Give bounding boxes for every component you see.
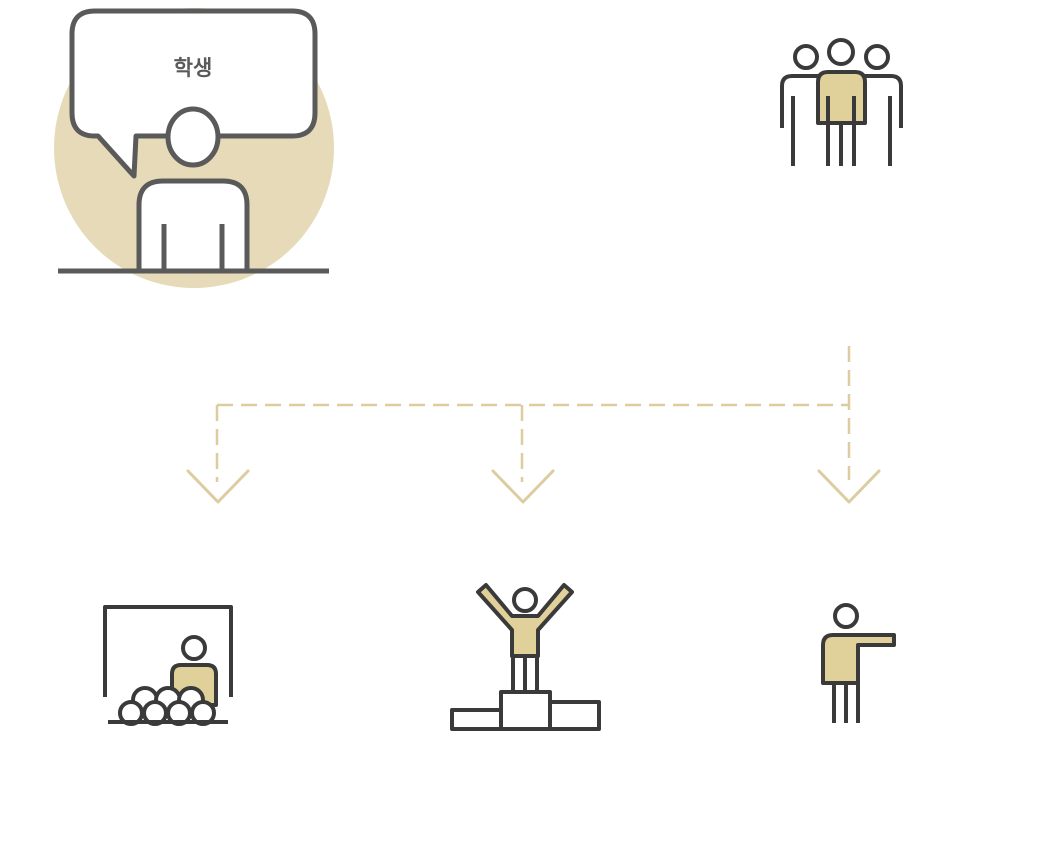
dashed-connectors	[215, 346, 851, 482]
speech-bubble	[69, 8, 318, 179]
student-label: 학생	[174, 56, 213, 80]
student-body	[136, 178, 250, 271]
winner-podium-icon	[450, 583, 601, 731]
pointing-person-icon	[821, 603, 896, 723]
arrow-heads	[186, 469, 881, 504]
arrow-head-right	[817, 469, 881, 504]
group-people-icon	[780, 38, 903, 166]
arrow-head-left	[186, 469, 250, 504]
student-speech-icon: 학생	[54, 8, 334, 288]
student-head	[165, 106, 221, 168]
lecture-audience-icon	[103, 605, 233, 726]
arrow-head-center	[491, 469, 555, 504]
